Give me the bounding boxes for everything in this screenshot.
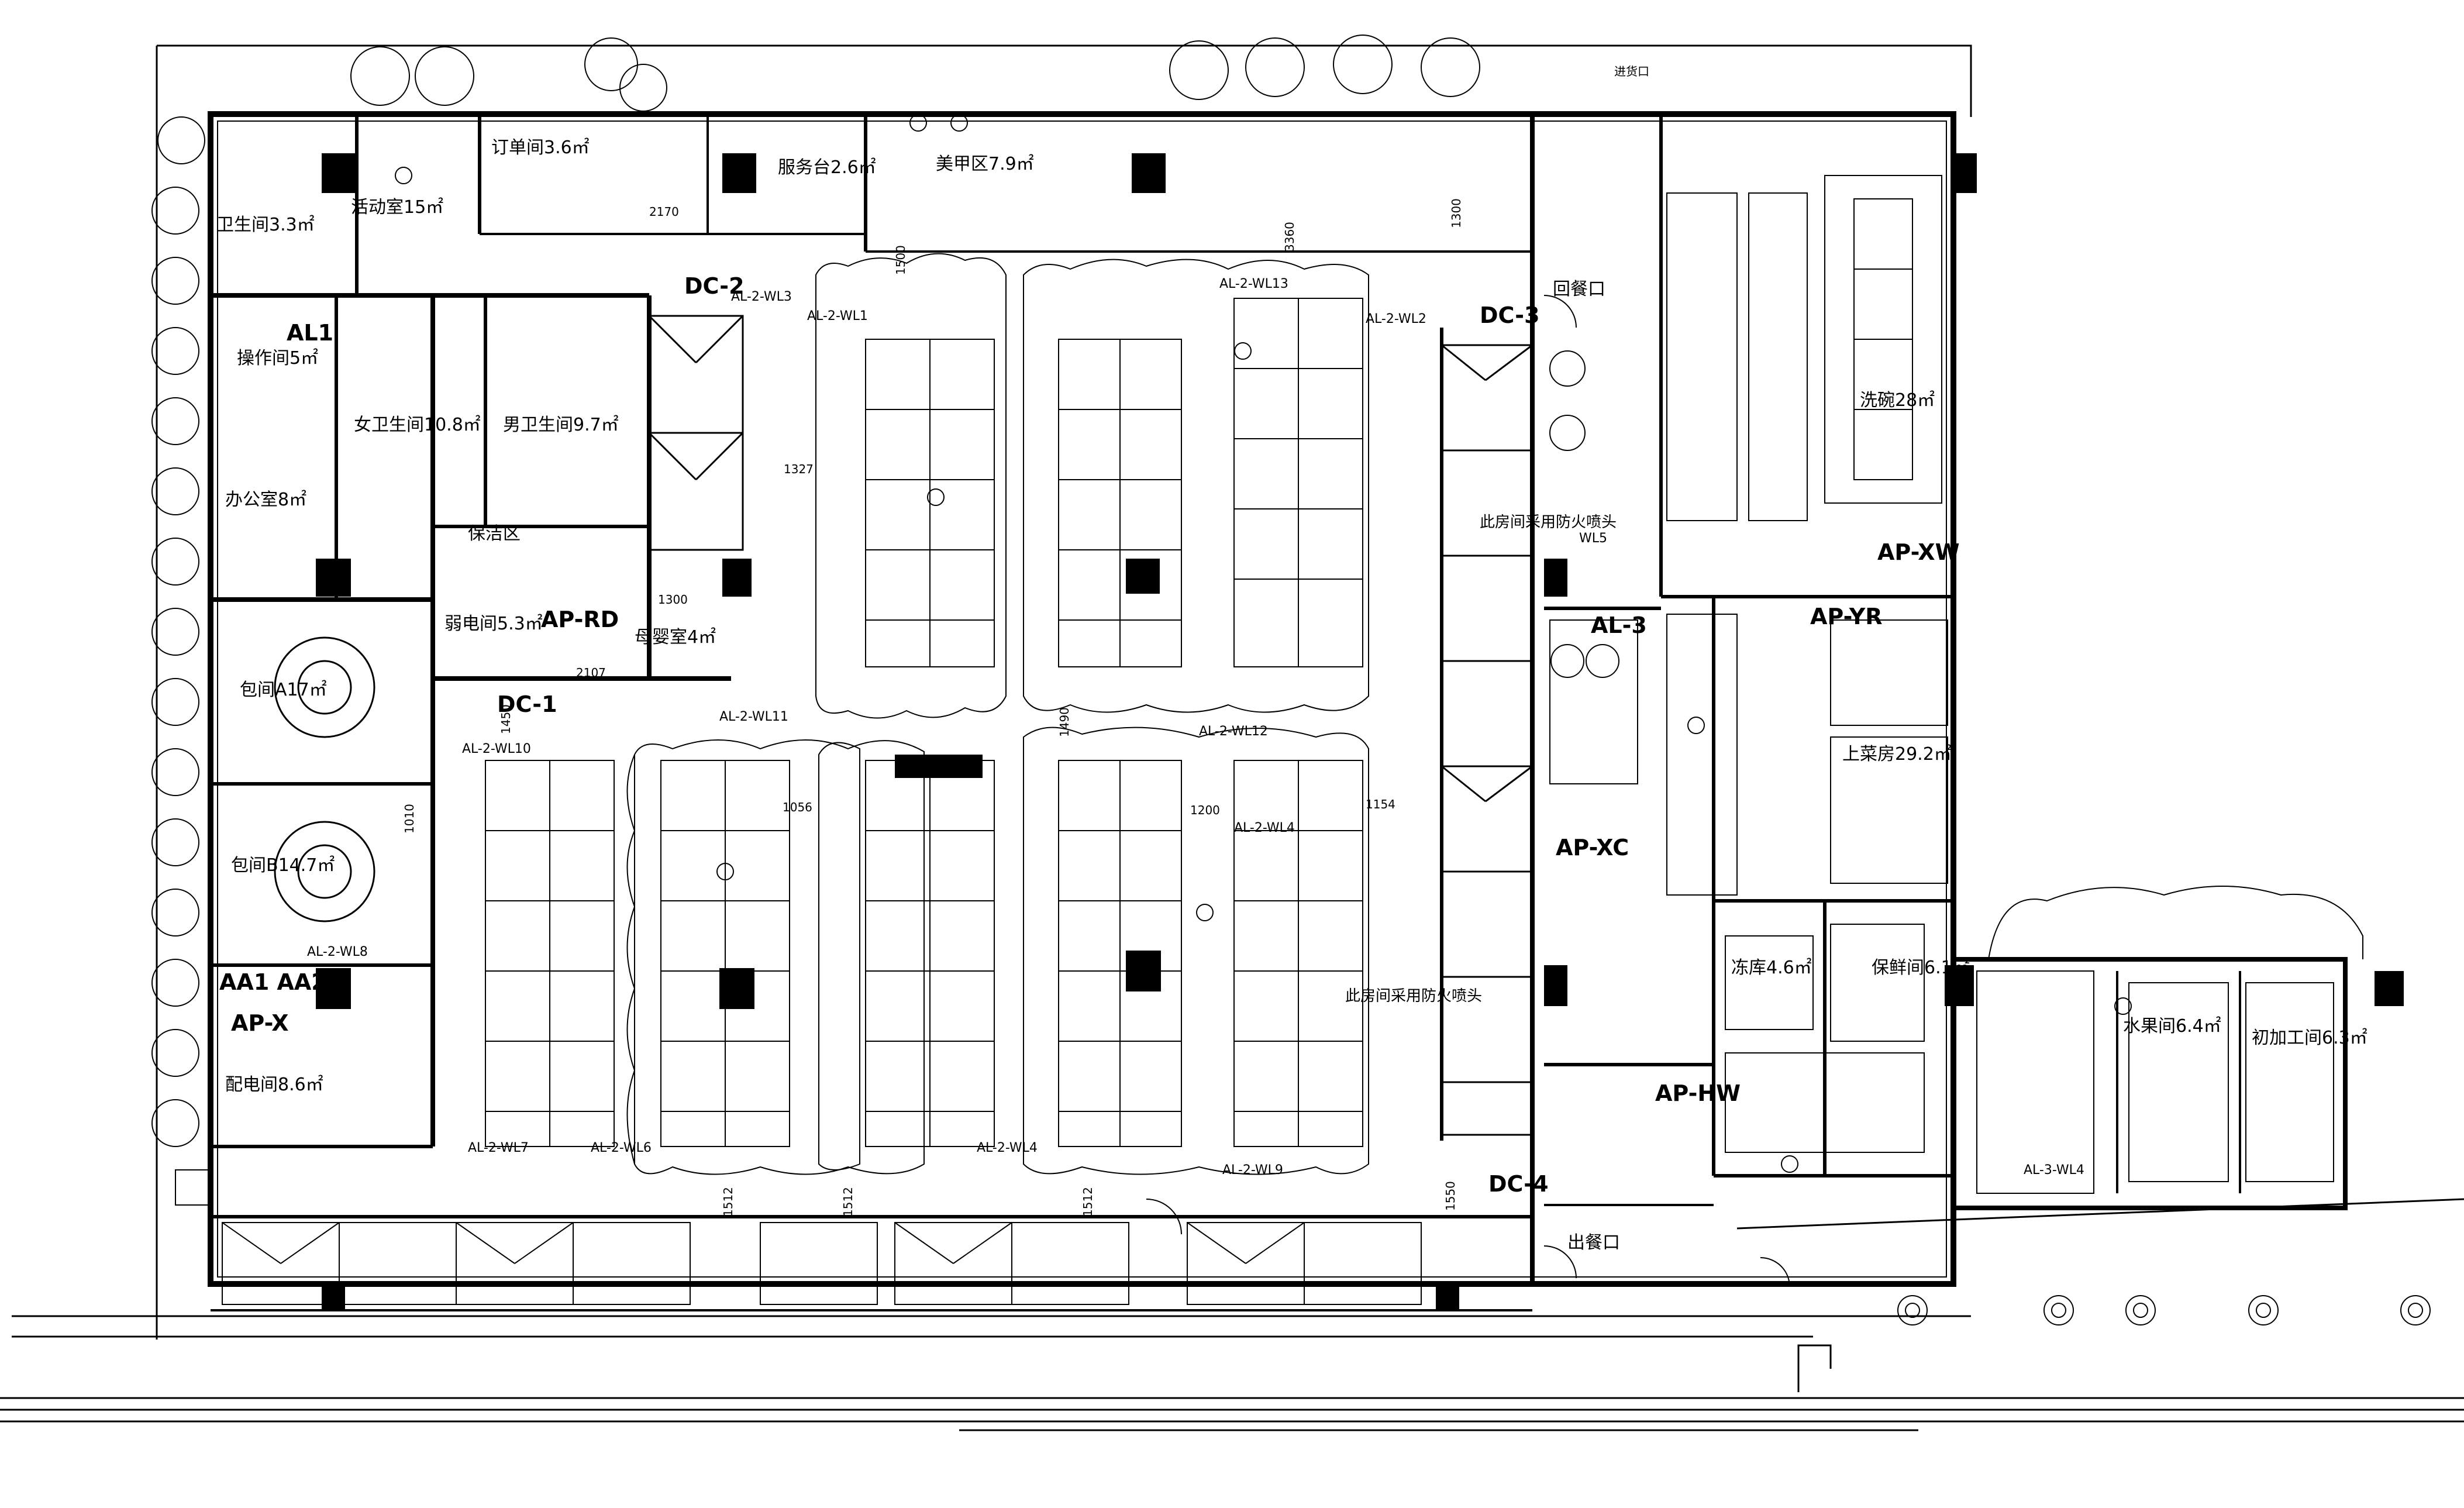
circuit-wl13: AL-2-WL13: [1219, 277, 1288, 291]
code-ap-xw: AP-XW: [1877, 539, 1960, 565]
circuit-wl10: AL-2-WL10: [462, 742, 531, 756]
circuit-wl9: AL-2-WL9: [1222, 1163, 1283, 1178]
circuit-wl4: AL-2-WL4: [977, 1141, 1038, 1155]
code-dc2: DC-2: [684, 273, 745, 299]
code-al1: AL1: [287, 320, 334, 346]
dim-2107: 2107: [576, 666, 606, 680]
room-order: 订单间3.6㎡: [491, 137, 590, 158]
room-mother: 母婴室4㎡: [635, 627, 716, 648]
room-activity: 活动室15㎡: [351, 197, 444, 218]
room-men-wc: 男卫生间9.7㎡: [503, 415, 619, 435]
room-women-wc: 女卫生间10.8㎡: [354, 415, 481, 435]
room-office: 办公室8㎡: [225, 490, 307, 510]
code-aa: AA1 AA2: [219, 969, 327, 995]
circuit-wl3: AL-2-WL3: [731, 290, 792, 304]
dim-1500: 1500: [894, 245, 908, 275]
circuit-wl8: AL-2-WL8: [307, 945, 368, 959]
room-weak: 弱电间5.3㎡: [444, 614, 543, 634]
dim-1327: 1327: [784, 462, 814, 476]
circuit-al3-wl4: AL-3-WL4: [2024, 1163, 2084, 1178]
code-dc1: DC-1: [497, 691, 557, 717]
note-room: 此房间采用防火喷头: [1345, 987, 1483, 1005]
room-wc1: 卫生间3.3㎡: [216, 215, 315, 235]
dim-2170: 2170: [649, 205, 679, 219]
code-ap-xc: AP-XC: [1556, 835, 1629, 860]
room-back-dining: 回餐口: [1553, 279, 1605, 299]
dim-1512b: 1512: [841, 1187, 855, 1217]
room-private-b: 包间B14.7㎡: [231, 855, 335, 876]
circuit-wl1: AL-2-WL1: [807, 309, 868, 323]
room-private-a: 包间A17㎡: [240, 680, 327, 700]
room-fruit: 水果间6.4㎡: [2123, 1016, 2221, 1037]
code-dc3: DC-3: [1480, 302, 1540, 328]
room-zone: 美甲区7.9㎡: [936, 154, 1034, 174]
dim-1450: 1450: [499, 704, 513, 734]
room-operation: 操作间5㎡: [237, 348, 319, 369]
room-fresh: 保鲜间6.1㎡: [1872, 958, 1970, 978]
room-clean: 保洁区: [468, 524, 521, 544]
room-freezer: 冻库4.6㎡: [1731, 958, 1812, 978]
circuit-wl6: AL-2-WL6: [591, 1141, 652, 1155]
dim-1300: 1300: [1449, 198, 1463, 228]
code-al3: AL-3: [1591, 612, 1647, 638]
code-ap-x: AP-X: [231, 1010, 289, 1036]
circuit-wl4b: AL-2-WL4: [1234, 821, 1295, 835]
code-ap-yr: AP-YR: [1810, 604, 1883, 629]
dim-1154: 1154: [1366, 797, 1395, 811]
room-wash: 洗碗28㎡: [1860, 390, 1935, 411]
dim-1010: 1010: [402, 804, 416, 834]
dim-3360: 3360: [1283, 222, 1297, 252]
note-kitchen: 此房间采用防火喷头: [1480, 514, 1617, 531]
circuit-wl5: WL5: [1579, 531, 1608, 546]
code-ap-rd: AP-RD: [541, 607, 619, 632]
circuit-wl7: AL-2-WL7: [468, 1141, 529, 1155]
circuit-wl12: AL-2-WL12: [1199, 724, 1268, 739]
room-process: 初加工间6.3㎡: [2252, 1028, 2367, 1048]
dim-1300b: 1300: [658, 593, 688, 607]
room-serve: 上菜房29.2㎡: [1842, 744, 1952, 765]
code-ap-hw: AP-HW: [1655, 1080, 1741, 1106]
code-dc4: DC-4: [1488, 1171, 1549, 1197]
circuit-wl2: AL-2-WL2: [1366, 312, 1426, 326]
dim-1490: 1490: [1057, 707, 1071, 737]
dim-1056: 1056: [783, 800, 812, 814]
dim-1512: 1512: [721, 1187, 735, 1217]
room-electric: 配电间8.6㎡: [225, 1075, 323, 1095]
dim-1200: 1200: [1190, 803, 1220, 817]
dim-1512c: 1512: [1081, 1187, 1095, 1217]
room-stand: 服务台2.6㎡: [778, 157, 876, 178]
room-goods-in: 进货口: [1614, 64, 1649, 78]
circuit-wl11: AL-2-WL11: [719, 710, 788, 724]
dim-1550: 1550: [1443, 1181, 1457, 1211]
site-boundary: [157, 44, 1972, 117]
room-out-dining: 出餐口: [1567, 1232, 1620, 1253]
